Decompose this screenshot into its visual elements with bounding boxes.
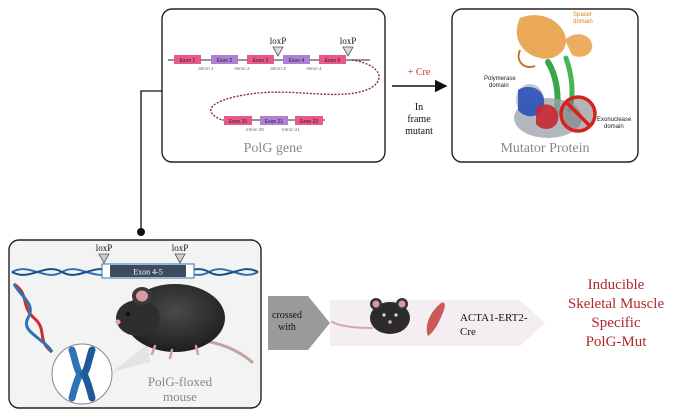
result-line: Skeletal Muscle [568,296,665,312]
loxp-triangle [342,46,354,57]
loxp-site-left: loxP [270,36,287,57]
exon-bottom-20: Exon 20 [224,116,252,125]
polymerase-domain-label: domain [489,83,509,89]
exon-block-label: Exon 4-5 [133,268,163,277]
exon-label: Exon 3 [253,58,269,64]
intron-label: Intron 3 [270,66,286,71]
loxp-label: loxP [270,36,287,46]
gene-panel-frame [161,8,386,163]
exon-label: Exon 20 [229,119,248,125]
zoom-cone [112,344,150,372]
cross-chevron [268,296,330,350]
mouse-panel-caption: PolG-floxed [148,374,213,389]
exon-top-2: Exon 2 [211,55,238,64]
intron-label: Intron 21 [282,127,300,132]
transgene-label: Cre [460,326,476,338]
muscle-icon [426,302,445,336]
loxp-triangle [272,46,284,57]
crossed-with-arrow: crossed with [268,296,330,350]
spacer-domain-label: domain [573,19,593,25]
chromosome-icon [51,343,113,405]
exon-top-3: Exon 3 [247,55,274,64]
prohibited-icon [559,95,597,133]
exon-label: Exon 21 [265,119,284,125]
cre-arrow-group: + Cre In frame mutant [392,67,448,137]
polymerase-domain-label: Polymerase [484,76,516,82]
exon-4-5-block: Exon 4-5 [101,263,195,279]
mouse-panel-caption: mouse [163,389,197,404]
loxp-triangle [174,253,186,264]
spacer-domain-label: Spacer [573,12,592,18]
intron-label: Intron 2 [234,66,250,71]
exon-top-5: Exon 5 [319,55,346,64]
loxp-triangle [98,253,110,264]
result-label-line: mutant [405,126,433,137]
exon-label: Exon 4 [289,58,305,64]
cre-label: + Cre [408,67,431,78]
loxp-label: loxP [340,36,357,46]
exonuclease-domain-label: domain [604,124,624,130]
connector-line [140,90,162,232]
loxp-label: loxP [172,243,189,253]
result-line: Inducible [588,277,645,293]
result-label-line: In [415,102,423,113]
transgene-label: ACTA1-ERT2- [460,312,528,324]
protein-structure [514,15,597,138]
loxp-site-right: loxP [340,36,357,57]
protein-panel-caption: Mutator Protein [500,141,589,156]
mouse-illustration [115,284,254,364]
connector-dot [137,228,145,236]
result-label-line: frame [407,114,431,125]
intron-label: Intron 1 [198,66,214,71]
exonuclease-domain-label: Exonuclease [597,117,632,123]
exon-label: Exon 1 [180,58,196,64]
exon-label: Exon 5 [325,58,341,64]
gene-wavy-dna [210,59,380,121]
transgene-band: ACTA1-ERT2- Cre [330,298,545,346]
exon-bottom-22: Exon 22 [295,116,323,125]
exon-bottom-21: Exon 21 [260,116,288,125]
mouse-loxp-left: loxP [96,243,113,264]
mouse-panel: Exon 4-5 loxP loxP [8,239,262,409]
result-line: PolG-Mut [586,334,648,350]
loxp-label: loxP [96,243,113,253]
cross-label: crossed [272,310,302,321]
cross-label: with [278,322,296,333]
protein-panel: Spacer domain Polymerase domain Exonucle… [451,8,639,163]
exon-top-1: Exon 1 [174,55,201,64]
exon-top-4: Exon 4 [283,55,310,64]
result-text: Inducible Skeletal Muscle Specific PolG-… [568,277,665,350]
intron-label: Intron 20 [246,127,264,132]
gene-panel: Exon 1 Exon 2 Exon 3 Exon 4 Exon 5 Intro… [161,8,386,163]
intron-label: Intron 4 [306,66,322,71]
exon-label: Exon 22 [300,119,319,125]
exon-label: Exon 2 [217,58,233,64]
small-mouse-icon [331,298,410,334]
mouse-loxp-right: loxP [172,243,189,264]
result-line: Specific [591,315,640,331]
helix-blue-strand [12,283,54,353]
gene-panel-caption: PolG gene [244,141,303,156]
